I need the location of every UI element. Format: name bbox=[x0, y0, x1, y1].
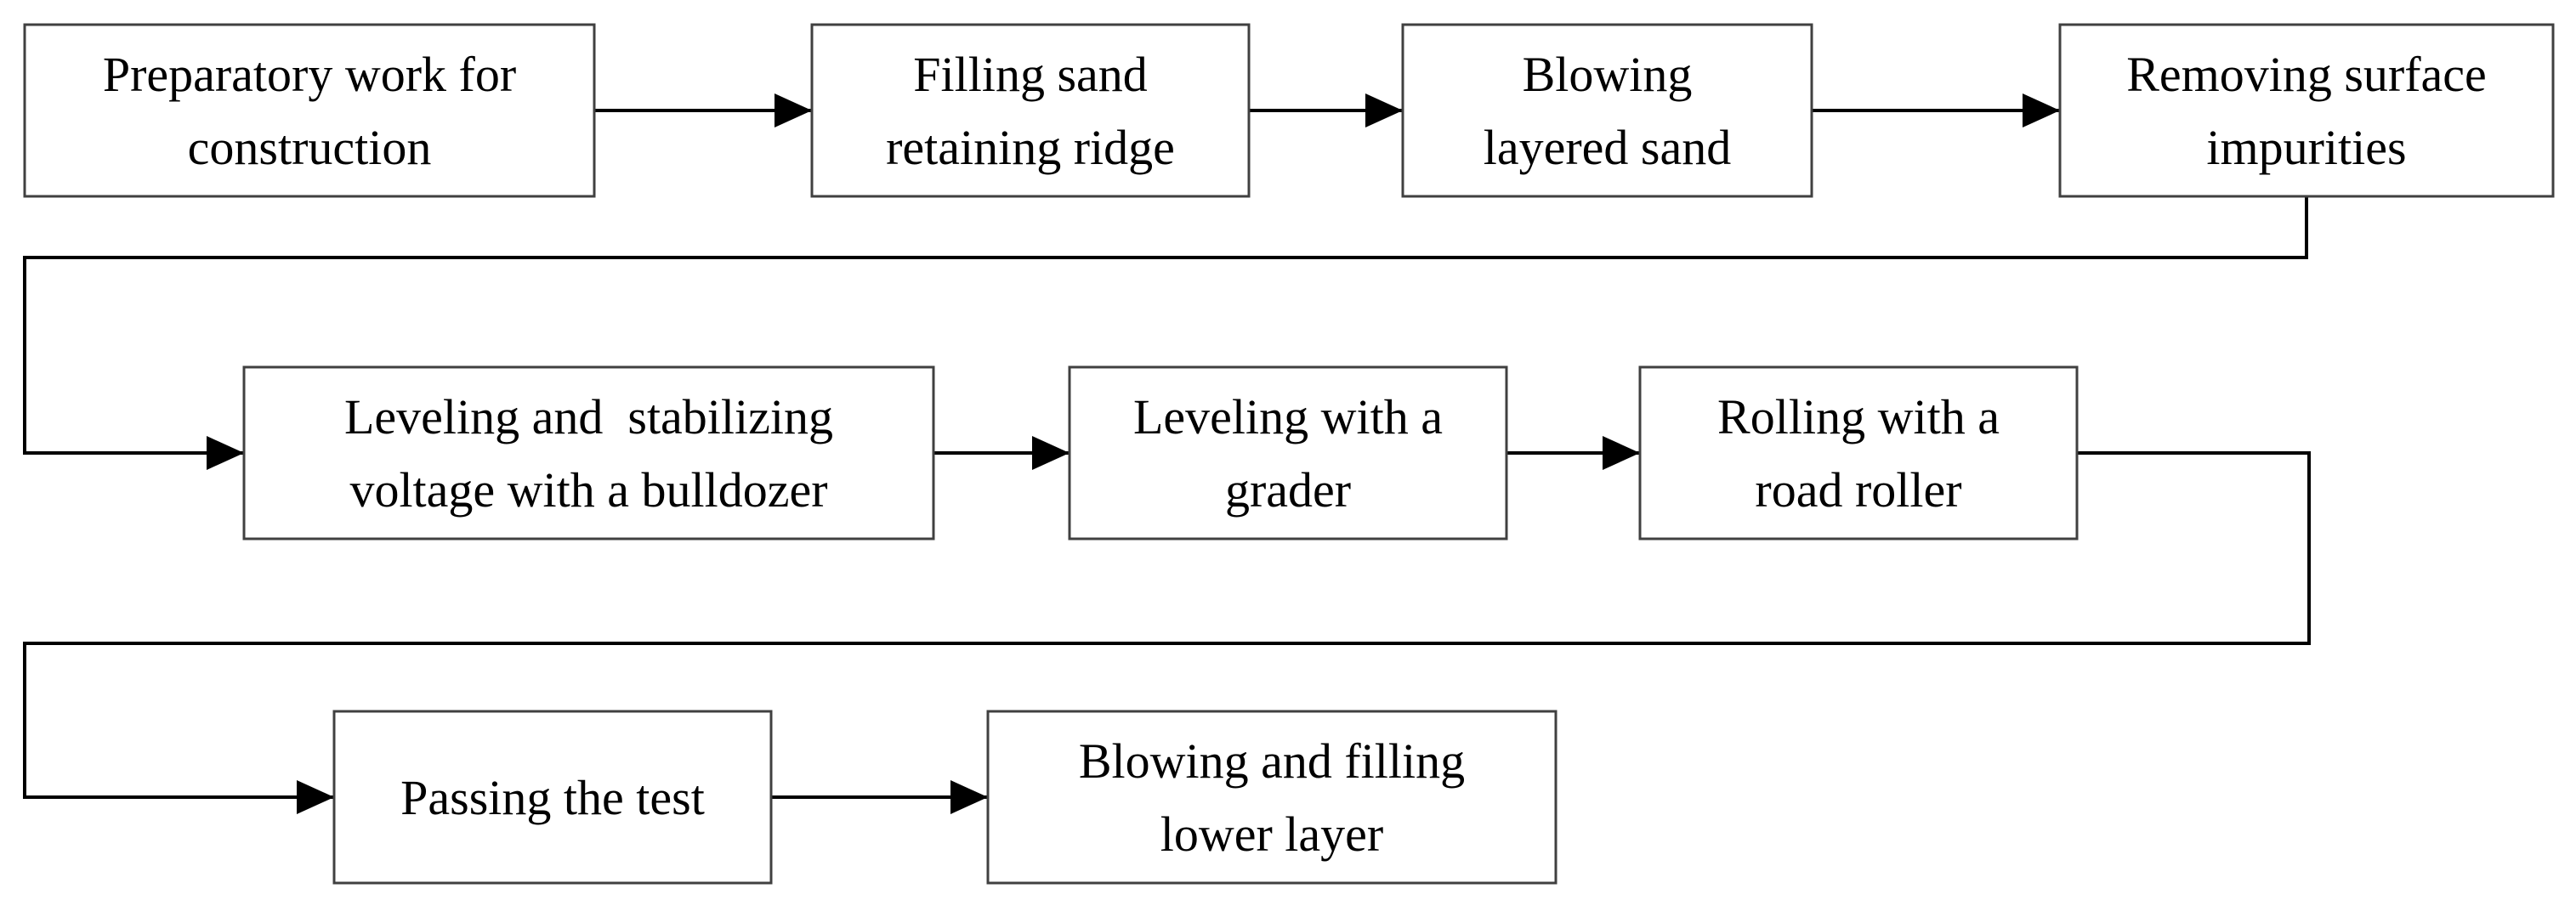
connector-filling-sand-ridge-to-blowing-layered-sand bbox=[1249, 93, 1403, 127]
step-label-line: lower layer bbox=[1160, 807, 1383, 862]
step-label-line: Rolling with a bbox=[1717, 389, 2000, 444]
step-label-line: Filling sand bbox=[913, 47, 1148, 102]
step-passing-test: Passing the test bbox=[332, 710, 773, 885]
step-box bbox=[986, 710, 1558, 885]
step-label-line: retaining ridge bbox=[886, 120, 1175, 175]
arrowhead bbox=[1032, 436, 1070, 470]
step-leveling-grader: Leveling with a grader bbox=[1068, 365, 1508, 541]
step-filling-sand-ridge: Filling sand retaining ridge bbox=[810, 23, 1251, 198]
connector-rolling-road-roller-to-passing-test bbox=[23, 451, 2311, 814]
step-box bbox=[1638, 365, 2079, 541]
step-label-line: Leveling with a bbox=[1133, 389, 1443, 444]
step-label-line: voltage with a bulldozer bbox=[349, 462, 827, 518]
arrowhead bbox=[297, 780, 334, 814]
step-label-line: impurities bbox=[2206, 120, 2406, 175]
step-rolling-road-roller: Rolling with a road roller bbox=[1638, 365, 2079, 541]
arrowhead bbox=[775, 93, 812, 127]
connector-leveling-grader-to-rolling-road-roller bbox=[1506, 436, 1640, 470]
step-box bbox=[1401, 23, 1813, 198]
arrowhead bbox=[2023, 93, 2060, 127]
step-box bbox=[23, 23, 596, 198]
connector-preparatory-work-to-filling-sand-ridge bbox=[594, 93, 812, 127]
step-label-line: Blowing and filling bbox=[1079, 733, 1465, 789]
step-blowing-layered-sand: Blowing layered sand bbox=[1401, 23, 1813, 198]
connector-line bbox=[23, 451, 2311, 799]
step-box bbox=[242, 365, 935, 541]
step-removing-impurities: Removing surface impurities bbox=[2058, 23, 2555, 198]
arrowhead bbox=[950, 780, 988, 814]
step-label-line: Removing surface bbox=[2126, 47, 2487, 102]
connector-leveling-bulldozer-to-leveling-grader bbox=[933, 436, 1070, 470]
step-label-line: Leveling and stabilizing bbox=[344, 389, 833, 444]
step-box bbox=[2058, 23, 2555, 198]
connector-removing-impurities-to-leveling-bulldozer bbox=[23, 196, 2308, 470]
step-blowing-lower-layer: Blowing and filling lower layer bbox=[986, 710, 1558, 885]
arrowhead bbox=[207, 436, 244, 470]
connector-passing-test-to-blowing-lower-layer bbox=[771, 780, 988, 814]
arrowhead bbox=[1603, 436, 1640, 470]
step-label-line: construction bbox=[188, 120, 432, 175]
step-label-line: layered sand bbox=[1484, 120, 1731, 175]
step-label-line: grader bbox=[1225, 462, 1351, 518]
arrowhead bbox=[1365, 93, 1403, 127]
flow-connectors bbox=[23, 93, 2311, 814]
step-label-line: road roller bbox=[1755, 462, 1961, 518]
flow-steps: Preparatory work for construction Filling … bbox=[23, 23, 2555, 885]
connector-line bbox=[23, 196, 2308, 455]
step-box bbox=[332, 710, 773, 885]
step-label-line: Blowing bbox=[1523, 47, 1693, 102]
step-preparatory-work: Preparatory work for construction bbox=[23, 23, 596, 198]
step-label-line: Passing the test bbox=[400, 770, 705, 825]
connector-blowing-layered-sand-to-removing-impurities bbox=[1812, 93, 2060, 127]
step-label-line: Preparatory work for bbox=[103, 47, 516, 102]
step-leveling-bulldozer: Leveling and stabilizing voltage with a b… bbox=[242, 365, 935, 541]
step-box bbox=[810, 23, 1251, 198]
step-box bbox=[1068, 365, 1508, 541]
